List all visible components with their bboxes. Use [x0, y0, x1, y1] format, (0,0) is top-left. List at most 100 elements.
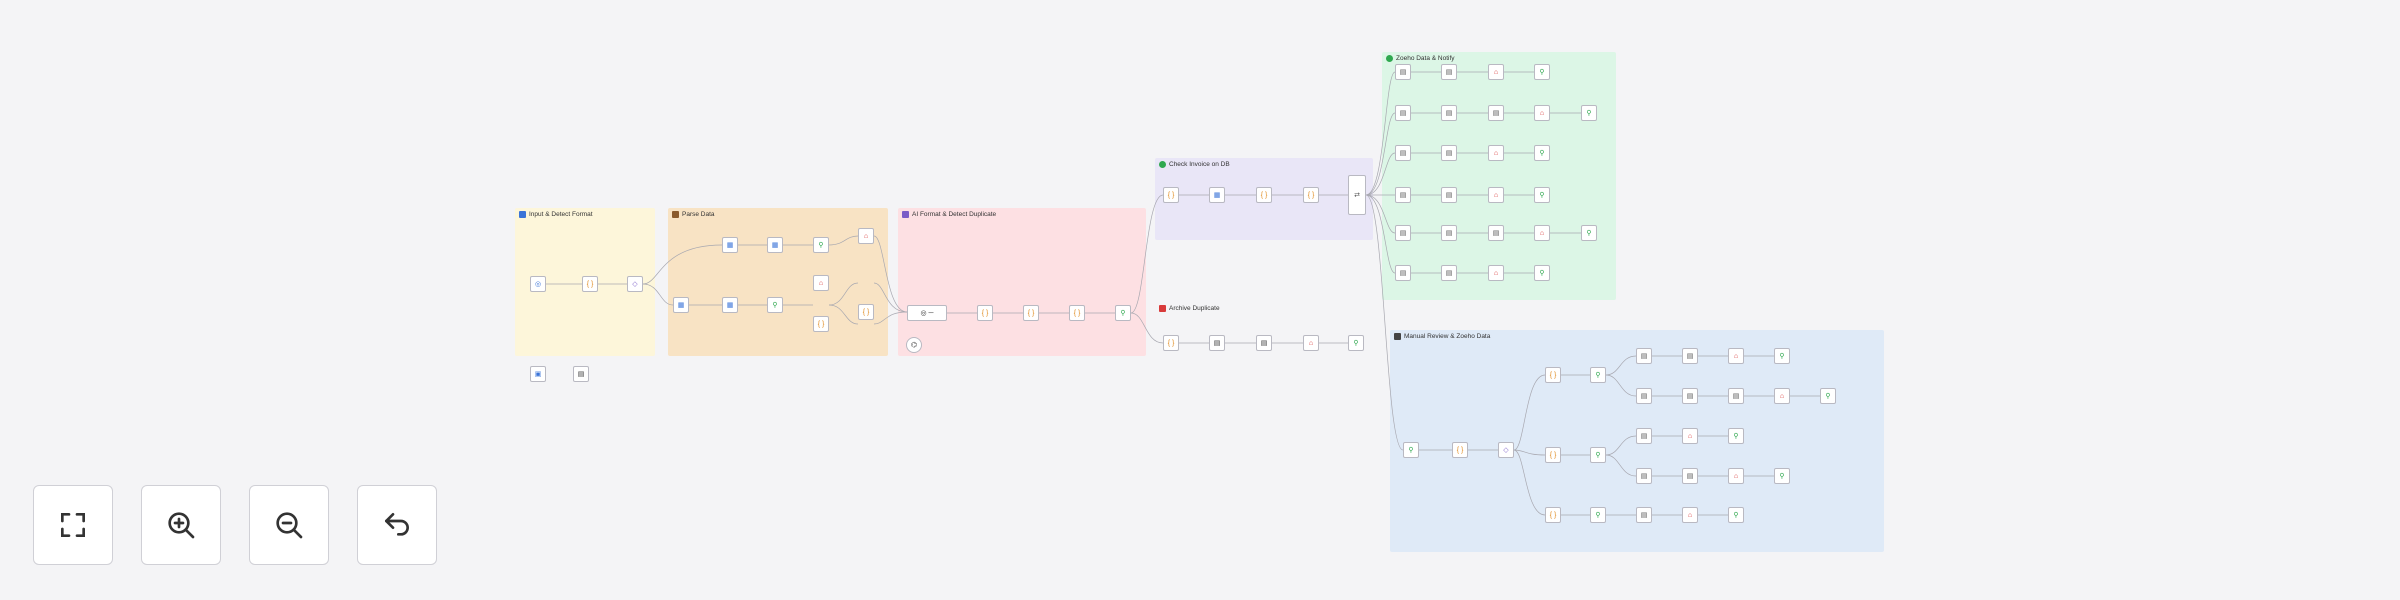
group-icon [1159, 161, 1166, 168]
workflow-node[interactable]: ▤ [1209, 335, 1225, 351]
workflow-node[interactable]: ⚲ [1774, 348, 1790, 364]
workflow-node[interactable]: ⚲ [1581, 225, 1597, 241]
zoom-in-icon [168, 512, 195, 539]
workflow-node[interactable]: ▤ [1395, 105, 1411, 121]
workflow-node[interactable]: ⚲ [1590, 507, 1606, 523]
workflow-node[interactable]: ▤ [1441, 105, 1457, 121]
workflow-node[interactable]: ▤ [1395, 187, 1411, 203]
workflow-node[interactable]: ▦ [1209, 187, 1225, 203]
workflow-node[interactable]: ⌂ [1488, 187, 1504, 203]
group-parse-data: Parse Data [668, 208, 888, 356]
workflow-node[interactable]: { } [582, 276, 598, 292]
workflow-node[interactable]: ▤ [1441, 225, 1457, 241]
workflow-node[interactable]: ⚲ [1403, 442, 1419, 458]
workflow-node[interactable]: { } [813, 316, 829, 332]
group-title: Manual Review & Zoeho Data [1404, 333, 1491, 340]
workflow-node[interactable]: ▤ [1395, 64, 1411, 80]
workflow-node[interactable]: ▦ [722, 297, 738, 313]
group-ai-format-detect-duplicate: AI Format & Detect Duplicate [898, 208, 1146, 356]
workflow-node[interactable]: ▤ [1636, 428, 1652, 444]
workflow-node[interactable]: ⌬ [906, 337, 922, 353]
workflow-node[interactable]: ⚲ [1590, 447, 1606, 463]
workflow-node[interactable]: ▤ [1395, 145, 1411, 161]
workflow-node[interactable]: ⌂ [1303, 335, 1319, 351]
workflow-node[interactable]: ▣ [530, 366, 546, 382]
workflow-node[interactable]: { } [1545, 507, 1561, 523]
workflow-node[interactable]: ▤ [1682, 468, 1698, 484]
workflow-node[interactable]: ⌂ [1774, 388, 1790, 404]
workflow-node[interactable]: ⚲ [1820, 388, 1836, 404]
workflow-node[interactable]: ⌂ [1728, 468, 1744, 484]
workflow-node[interactable]: ◇ [1498, 442, 1514, 458]
workflow-node[interactable]: ▤ [1636, 468, 1652, 484]
workflow-node[interactable]: ▤ [1441, 187, 1457, 203]
workflow-node[interactable]: { } [1069, 305, 1085, 321]
workflow-node[interactable]: ⌂ [813, 275, 829, 291]
workflow-node[interactable]: ⚲ [813, 237, 829, 253]
workflow-node[interactable]: { } [1452, 442, 1468, 458]
workflow-node[interactable]: ▤ [1682, 388, 1698, 404]
workflow-node[interactable]: ▤ [573, 366, 589, 382]
workflow-node[interactable]: ⌂ [1488, 265, 1504, 281]
group-title: Archive Duplicate [1169, 305, 1220, 312]
workflow-node[interactable]: { } [977, 305, 993, 321]
workflow-node[interactable]: ▤ [1256, 335, 1272, 351]
workflow-node[interactable]: ▤ [1636, 348, 1652, 364]
workflow-node[interactable]: ⚲ [1590, 367, 1606, 383]
workflow-node[interactable]: ⚲ [1534, 187, 1550, 203]
workflow-node[interactable]: ⌂ [1534, 105, 1550, 121]
workflow-node[interactable]: ◎ [530, 276, 546, 292]
workflow-node[interactable]: ▤ [1636, 507, 1652, 523]
workflow-node[interactable]: { } [1163, 187, 1179, 203]
workflow-node[interactable]: ▤ [1488, 105, 1504, 121]
workflow-node[interactable]: ⚲ [1774, 468, 1790, 484]
workflow-node[interactable]: ⌂ [1682, 507, 1698, 523]
group-icon [672, 211, 679, 218]
workflow-node[interactable]: ⚲ [1534, 145, 1550, 161]
workflow-node[interactable]: { } [1256, 187, 1272, 203]
workflow-node[interactable]: ⚲ [1581, 105, 1597, 121]
workflow-node[interactable]: { } [1545, 367, 1561, 383]
workflow-node[interactable]: ◇ [627, 276, 643, 292]
zoom-out-button[interactable] [249, 485, 329, 565]
workflow-node[interactable]: { } [1023, 305, 1039, 321]
workflow-node[interactable]: ▦ [673, 297, 689, 313]
workflow-node[interactable]: ⚲ [767, 297, 783, 313]
zoom-in-button[interactable] [141, 485, 221, 565]
workflow-node[interactable]: { } [1545, 447, 1561, 463]
workflow-node[interactable]: ⚲ [1115, 305, 1131, 321]
workflow-node[interactable]: ▤ [1728, 388, 1744, 404]
undo-button[interactable] [357, 485, 437, 565]
workflow-node[interactable]: ⚲ [1728, 507, 1744, 523]
workflow-node[interactable]: { } [1163, 335, 1179, 351]
workflow-node[interactable]: ⌂ [858, 228, 874, 244]
workflow-node[interactable]: ⌂ [1534, 225, 1550, 241]
workflow-node[interactable]: ⌂ [1488, 145, 1504, 161]
workflow-node[interactable]: ⚲ [1534, 265, 1550, 281]
group-icon [1159, 305, 1166, 312]
workflow-node[interactable]: ▦ [722, 237, 738, 253]
workflow-node[interactable]: ⌂ [1728, 348, 1744, 364]
workflow-node[interactable]: { } [1303, 187, 1319, 203]
workflow-node[interactable]: ⚲ [1728, 428, 1744, 444]
workflow-node[interactable]: ▦ [767, 237, 783, 253]
workflow-node[interactable]: ▤ [1488, 225, 1504, 241]
workflow-node[interactable]: ▤ [1395, 265, 1411, 281]
workflow-node[interactable]: ▤ [1441, 265, 1457, 281]
workflow-node[interactable]: ⌂ [1488, 64, 1504, 80]
workflow-node[interactable]: ⚲ [1534, 64, 1550, 80]
workflow-node[interactable]: ▤ [1441, 145, 1457, 161]
workflow-node[interactable]: ⚲ [1348, 335, 1364, 351]
ai-agent-node[interactable]: ◎ ─ [907, 305, 947, 321]
fit-view-button[interactable] [33, 485, 113, 565]
workflow-node[interactable]: ▤ [1441, 64, 1457, 80]
workflow-node[interactable]: ▤ [1395, 225, 1411, 241]
workflow-node[interactable]: ▤ [1682, 348, 1698, 364]
workflow-node[interactable]: { } [858, 304, 874, 320]
zoom-out-icon [276, 512, 303, 539]
workflow-node[interactable]: ⌂ [1682, 428, 1698, 444]
group-title: Zoeho Data & Notify [1396, 55, 1455, 62]
workflow-node[interactable]: ▤ [1636, 388, 1652, 404]
switch-node[interactable]: ⇄ [1348, 175, 1366, 215]
